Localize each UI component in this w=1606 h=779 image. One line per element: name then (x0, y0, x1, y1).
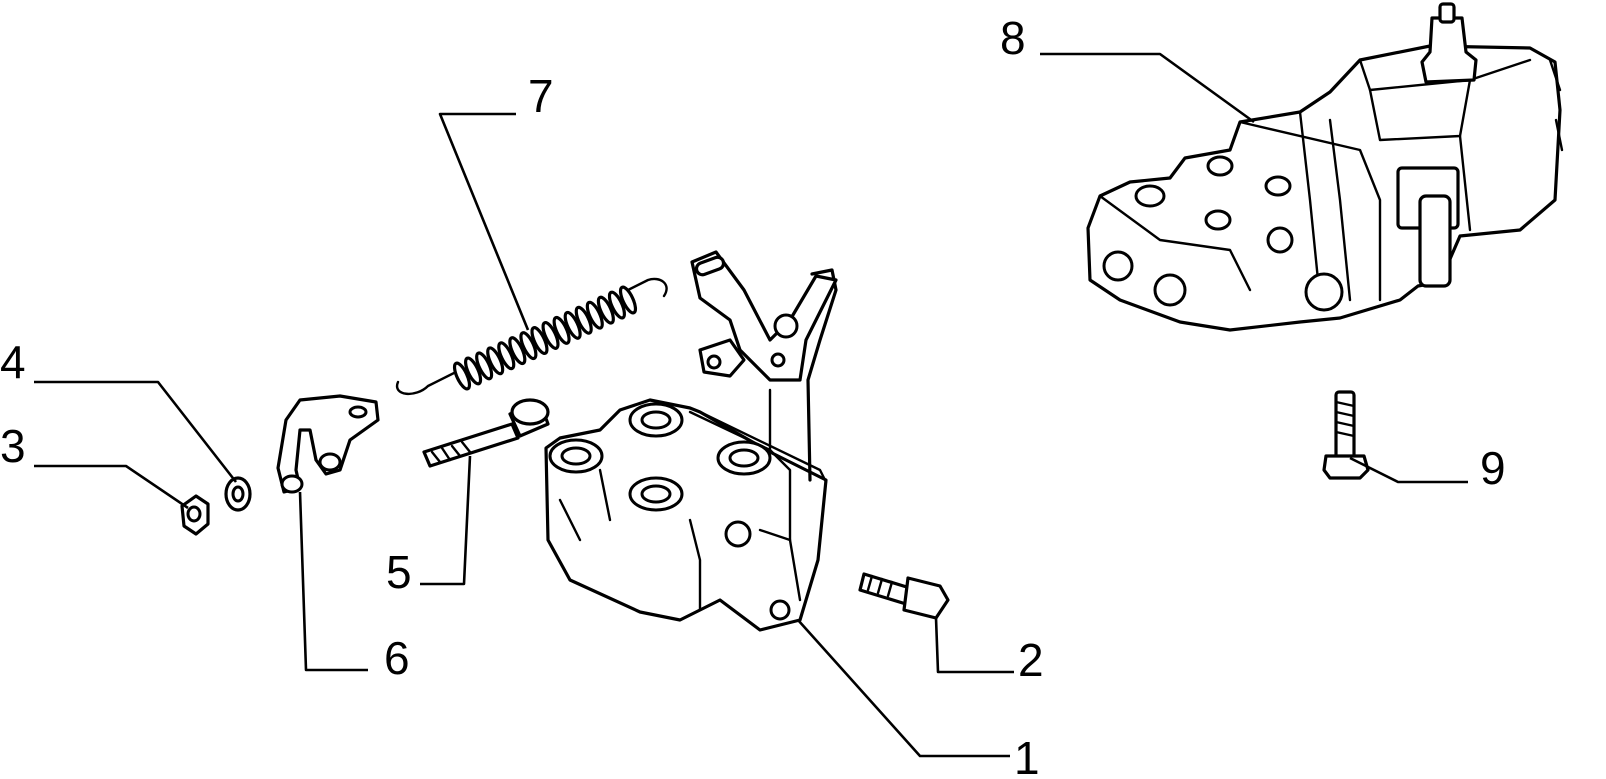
leader-1 (797, 619, 1010, 758)
spring-coil (552, 315, 571, 345)
spring-coil (475, 351, 494, 381)
callout-labels: 1 2 3 4 5 6 7 8 9 (0, 12, 1506, 779)
callout-8: 8 (1000, 12, 1026, 64)
leader-8 (1040, 52, 1255, 124)
leader-9 (1349, 456, 1468, 484)
callout-4: 4 (0, 336, 26, 388)
spring-coil (464, 356, 483, 386)
callout-2: 2 (1018, 634, 1044, 686)
spring-coil (596, 295, 615, 325)
spring-coil (452, 361, 472, 391)
spring-coil (519, 331, 538, 361)
lever-bracket (690, 250, 838, 382)
part-3-nut (180, 494, 210, 536)
part-9-bolt (1322, 390, 1370, 480)
spring-coil (574, 305, 593, 335)
leader-4 (34, 380, 238, 483)
callout-1: 1 (1014, 732, 1040, 779)
part-6-lever-arm (276, 394, 380, 494)
spring-coil (585, 300, 604, 330)
part-5-long-bolt (422, 398, 550, 468)
spring-coil (607, 290, 626, 320)
part-4-washer (224, 476, 252, 512)
spring-coil (497, 341, 516, 371)
callout-7: 7 (528, 70, 554, 122)
leader-6 (298, 491, 368, 672)
spring-coil (508, 336, 527, 366)
part-2-short-bolt (858, 572, 950, 620)
leader-lines (34, 52, 1468, 758)
leader-2 (934, 617, 1014, 674)
spring-coil (618, 285, 638, 315)
leader-3 (34, 464, 189, 510)
callout-9: 9 (1480, 442, 1506, 494)
leader-7 (438, 112, 530, 331)
part-8-valve-assembly (1086, 2, 1564, 332)
spring-coil (541, 321, 560, 350)
leader-5 (420, 455, 472, 586)
callout-6: 6 (384, 632, 410, 684)
callout-3: 3 (0, 420, 26, 472)
callout-5: 5 (386, 546, 412, 598)
part-7-spring (395, 277, 668, 395)
spring-coil (486, 346, 505, 376)
spring-coil (563, 310, 582, 340)
spring-coil (530, 326, 549, 355)
part-1-regulator-body (544, 268, 838, 632)
